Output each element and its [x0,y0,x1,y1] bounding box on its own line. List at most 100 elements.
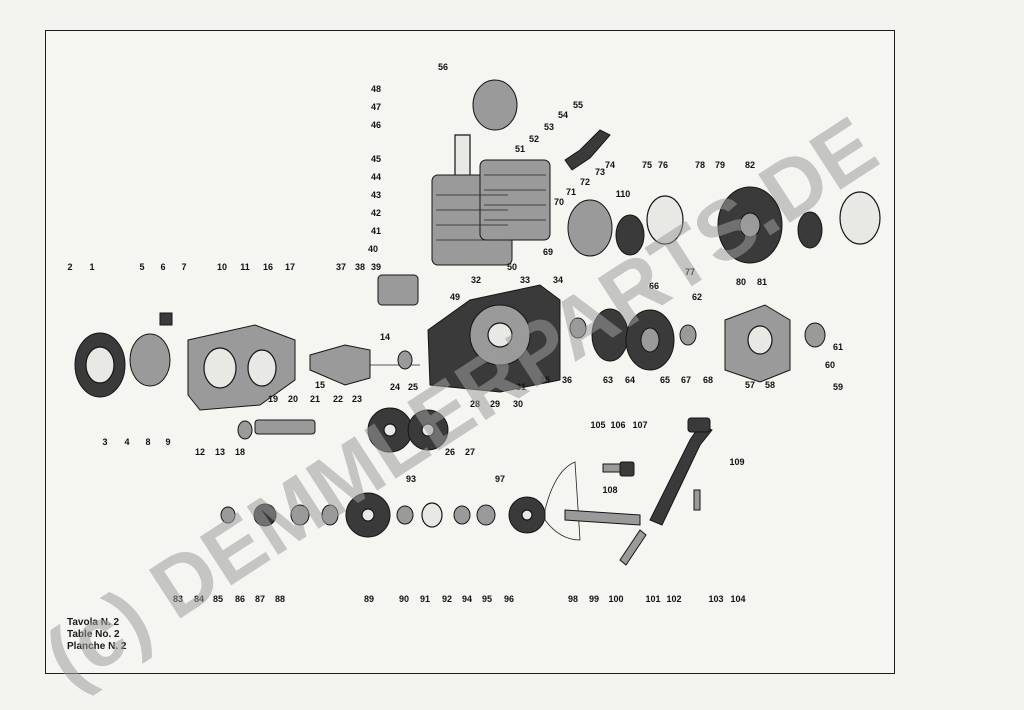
part-number-18: 18 [235,447,245,457]
part-number-36: 36 [562,375,572,385]
part-number-50: 50 [507,262,517,272]
part-number-2: 2 [67,262,72,272]
part-number-101: 101 [645,594,660,604]
cylinder-head-group [377,79,611,306]
part-number-40: 40 [368,244,378,254]
caption-french: Planche N. 2 [67,641,127,652]
part-number-83: 83 [173,594,183,604]
part-number-75: 75 [642,160,652,170]
part-number-68: 68 [703,375,713,385]
part-number-8: 8 [145,437,150,447]
part-number-55: 55 [573,100,583,110]
screw-part [693,489,701,511]
part-number-37: 37 [336,262,346,272]
part-number-1: 1 [89,262,94,272]
part-number-108: 108 [602,485,617,495]
part-number-71: 71 [566,187,576,197]
part-number-84: 84 [194,594,204,604]
part-number-56: 56 [438,62,448,72]
part-number-99: 99 [589,594,599,604]
part-number-60: 60 [825,360,835,370]
part-number-69: 69 [543,247,553,257]
part-number-29: 29 [490,399,500,409]
part-number-106: 106 [610,420,625,430]
oil-cap-part [804,322,826,348]
part-number-10: 10 [217,262,227,272]
part-number-58: 58 [765,380,775,390]
part-number-3: 3 [102,437,107,447]
washer-part [679,324,697,346]
part-number-73: 73 [595,167,605,177]
brake-shoes-left-part [615,214,645,256]
kick-pedal-part [687,417,711,433]
crankcase-right-group [427,284,826,393]
part-number-85: 85 [213,594,223,604]
part-number-77: 77 [685,267,695,277]
seal-part [569,317,587,339]
part-number-15: 15 [315,380,325,390]
brake-assembly-group [567,186,881,264]
part-number-38: 38 [355,262,365,272]
backplate-left-part [646,195,684,245]
part-number-94: 94 [462,594,472,604]
part-number-49: 49 [450,292,460,302]
part-number-21: 21 [310,394,320,404]
gear-set-group [237,407,449,453]
part-number-90: 90 [399,594,409,604]
part-number-110: 110 [616,189,631,199]
part-number-92: 92 [442,594,452,604]
part-number-47: 47 [371,102,381,112]
crankcase-left-group [74,312,420,411]
part-number-107: 107 [632,420,647,430]
part-number-6: 6 [160,262,165,272]
part-number-24: 24 [390,382,400,392]
part-number-51: 51 [515,144,525,154]
chain-part [544,461,581,541]
backplate-right-part [839,191,881,245]
part-number-4: 4 [124,437,129,447]
part-number-52: 52 [529,134,539,144]
part-number-104: 104 [730,594,745,604]
part-number-91: 91 [420,594,430,604]
part-number-67: 67 [681,375,691,385]
part-number-46: 46 [371,120,381,130]
part-number-27: 27 [465,447,475,457]
piston-part [377,274,419,306]
part-number-45: 45 [371,154,381,164]
part-number-16: 16 [263,262,273,272]
part-number-89: 89 [364,594,374,604]
spark-plug-part [564,129,611,171]
part-number-39: 39 [371,262,381,272]
crankcase-half-left-part [187,324,296,411]
part-number-86: 86 [235,594,245,604]
part-number-88: 88 [275,594,285,604]
part-number-17: 17 [285,262,295,272]
part-number-103: 103 [708,594,723,604]
bearing-part [397,350,413,370]
part-number-59: 59 [833,382,843,392]
gearbox-shaft-group [220,417,713,566]
part-number-96: 96 [504,594,514,604]
caption-italian: Tavola N. 2 [67,617,120,628]
part-number-80: 80 [736,277,746,287]
sprocket-small-part [253,503,277,527]
part-number-20: 20 [288,394,298,404]
part-number-62: 62 [692,292,702,302]
part-number-5: 5 [139,262,144,272]
part-number-81: 81 [757,277,767,287]
part-number-97: 97 [495,474,505,484]
part-number-66: 66 [649,281,659,291]
crankshaft-part [309,344,371,386]
part-number-57: 57 [745,380,755,390]
part-number-34: 34 [553,275,563,285]
part-number-25: 25 [408,382,418,392]
part-number-22: 22 [333,394,343,404]
part-number-74: 74 [605,160,615,170]
part-number-98: 98 [568,594,578,604]
kickstart-lever-part [649,424,713,526]
part-number-78: 78 [695,160,705,170]
part-number-28: 28 [470,399,480,409]
part-number-26: 26 [445,447,455,457]
